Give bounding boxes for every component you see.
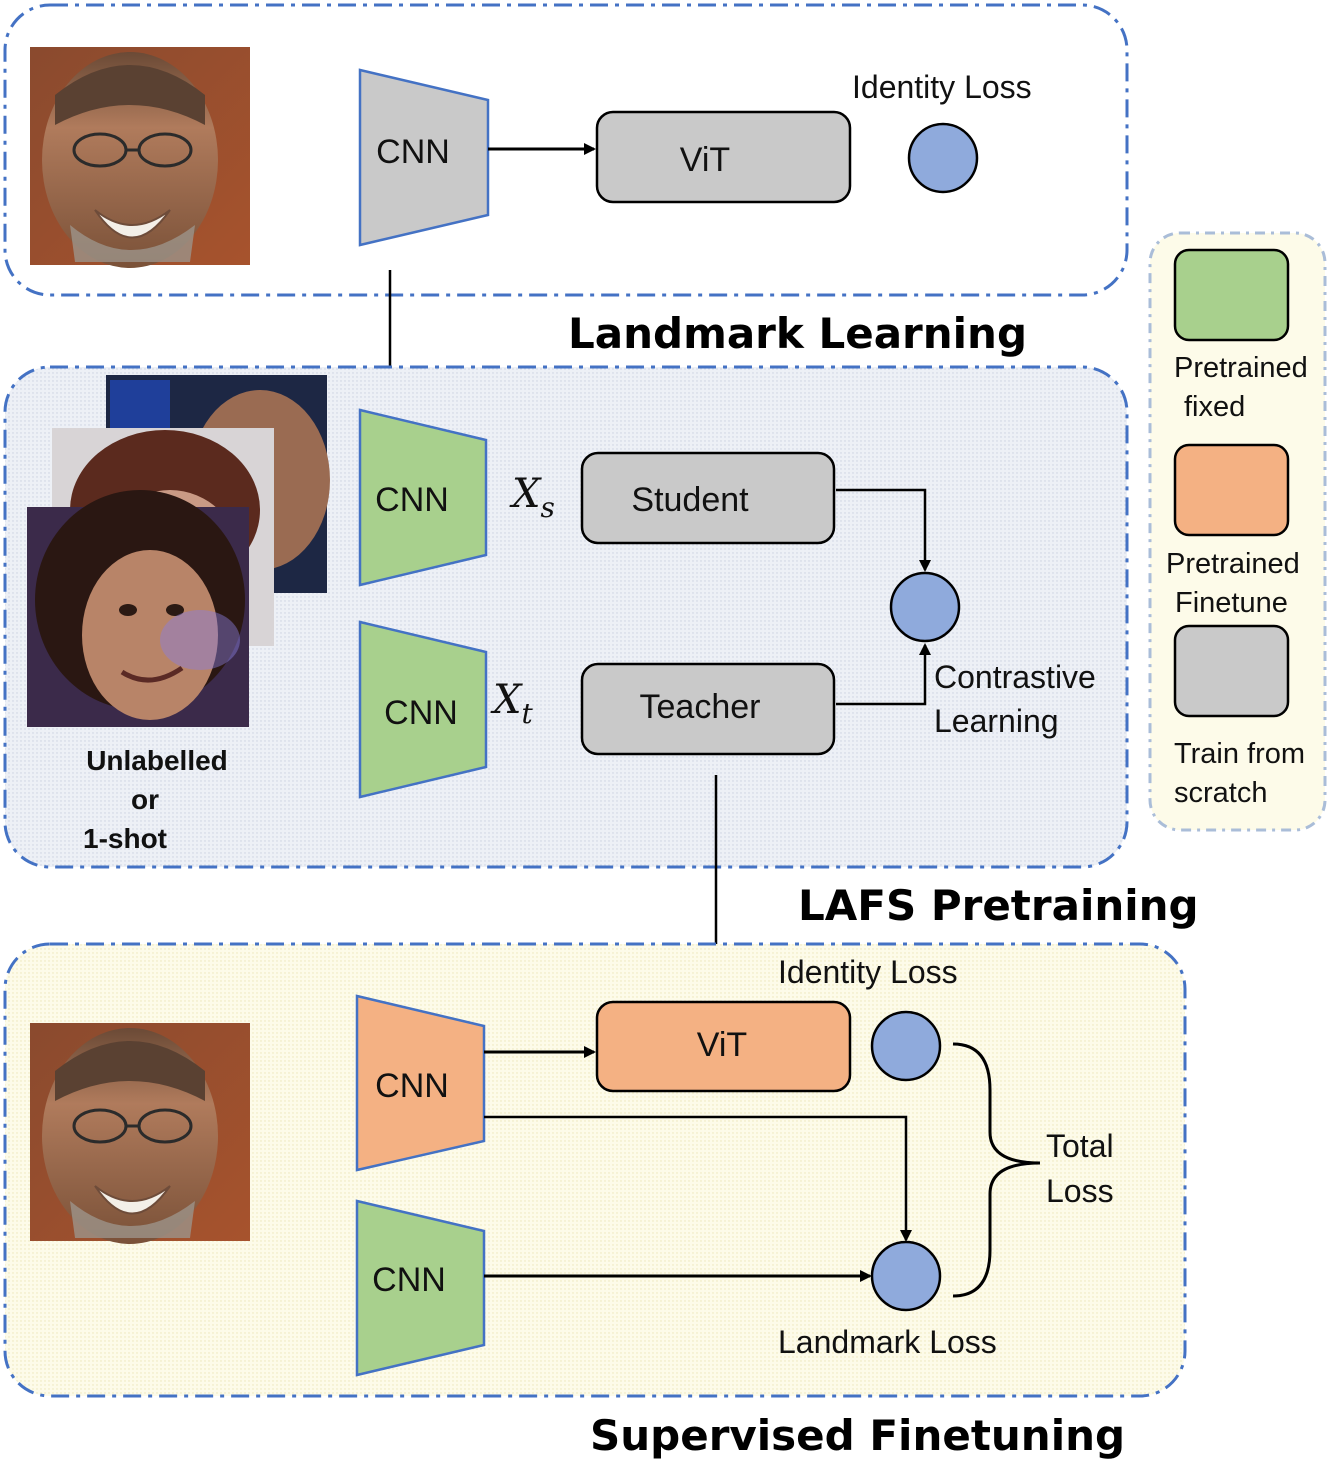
- vit-box-finetune: [595, 1000, 852, 1093]
- contrastive-loss-node: [889, 571, 961, 643]
- cnn-trapezoid-finetune-bottom: [355, 1199, 486, 1377]
- total-loss-brace: [952, 1042, 1041, 1298]
- vit-label-finetune: ViT: [697, 1026, 747, 1064]
- vit-label-landmark: ViT: [680, 141, 730, 179]
- cnn-label-landmark: CNN: [376, 133, 450, 171]
- arrow-student-to-contrastive: [836, 488, 931, 572]
- cnn-label-finetune-top: CNN: [375, 1067, 449, 1105]
- identity-loss-label-bottom: Identity Loss: [778, 954, 958, 990]
- landmark-learning-section: CNN ViT Identity Loss: [3, 3, 1129, 297]
- landmark-loss-node: [870, 1240, 942, 1312]
- contrastive-label-line1: Contrastive: [934, 659, 1096, 695]
- unlabelled-label-line1: Unlabelled: [86, 745, 228, 776]
- legend-label-gray-line1: Train from: [1174, 738, 1305, 770]
- cnn-label-teacher: CNN: [384, 694, 458, 732]
- student-box: [580, 451, 836, 545]
- xt-math-label: Xt: [490, 677, 533, 730]
- cnn-trapezoid-finetune-top: [355, 994, 486, 1172]
- face-photo-man-top: [30, 47, 250, 268]
- supervised-finetuning-title: Supervised Finetuning: [590, 1411, 1125, 1460]
- xs-math-label: Xs: [509, 471, 555, 524]
- identity-loss-node-bottom: [870, 1010, 942, 1082]
- legend-label-green-line2: fixed: [1184, 391, 1245, 423]
- face-photo-man-bottom: [30, 1023, 250, 1244]
- student-label: Student: [631, 481, 749, 519]
- legend-swatch-green: [1173, 248, 1290, 342]
- unlabelled-label-line3: 1-shot: [83, 823, 167, 854]
- legend-label-orange-line1: Pretrained: [1166, 548, 1300, 580]
- legend-swatch-orange: [1173, 443, 1290, 537]
- teacher-label: Teacher: [640, 688, 761, 726]
- legend: Pretrained fixed Pretrained Finetune Tra…: [1148, 231, 1327, 832]
- arrow-cnn-top-to-landmark-loss: [484, 1115, 912, 1242]
- identity-loss-label-top: Identity Loss: [852, 69, 1032, 105]
- total-loss-label-line1: Total: [1046, 1128, 1114, 1164]
- vit-box-landmark: [595, 110, 852, 204]
- cnn-trapezoid-teacher: [358, 620, 488, 799]
- cnn-label-student: CNN: [375, 481, 449, 519]
- unlabelled-label-line2: or: [131, 784, 159, 815]
- teacher-box: [580, 662, 836, 756]
- landmark-learning-title: Landmark Learning: [568, 309, 1027, 358]
- legend-label-green-line1: Pretrained: [1174, 352, 1308, 384]
- legend-swatch-gray: [1173, 624, 1290, 718]
- lafs-pretraining-title: LAFS Pretraining: [798, 881, 1199, 930]
- lafs-pretraining-section: Unlabelled or 1-shot CNN CNN Xs Xt Stude…: [3, 365, 1129, 869]
- identity-loss-node-top: [907, 122, 979, 194]
- landmark-loss-label: Landmark Loss: [778, 1324, 997, 1360]
- cnn-trapezoid-student: [358, 408, 488, 587]
- cnn-label-finetune-bottom: CNN: [372, 1261, 446, 1299]
- face-photo-stack: [27, 375, 330, 727]
- total-loss-label-line2: Loss: [1046, 1173, 1114, 1209]
- arrow-teacher-to-contrastive: [836, 643, 931, 706]
- legend-label-orange-line2: Finetune: [1175, 587, 1288, 619]
- contrastive-label-line2: Learning: [934, 703, 1059, 739]
- cnn-trapezoid-landmark: [358, 68, 490, 247]
- legend-label-gray-line2: scratch: [1174, 777, 1267, 809]
- supervised-finetuning-section: CNN CNN ViT Identity Loss Landmark Loss …: [3, 942, 1187, 1398]
